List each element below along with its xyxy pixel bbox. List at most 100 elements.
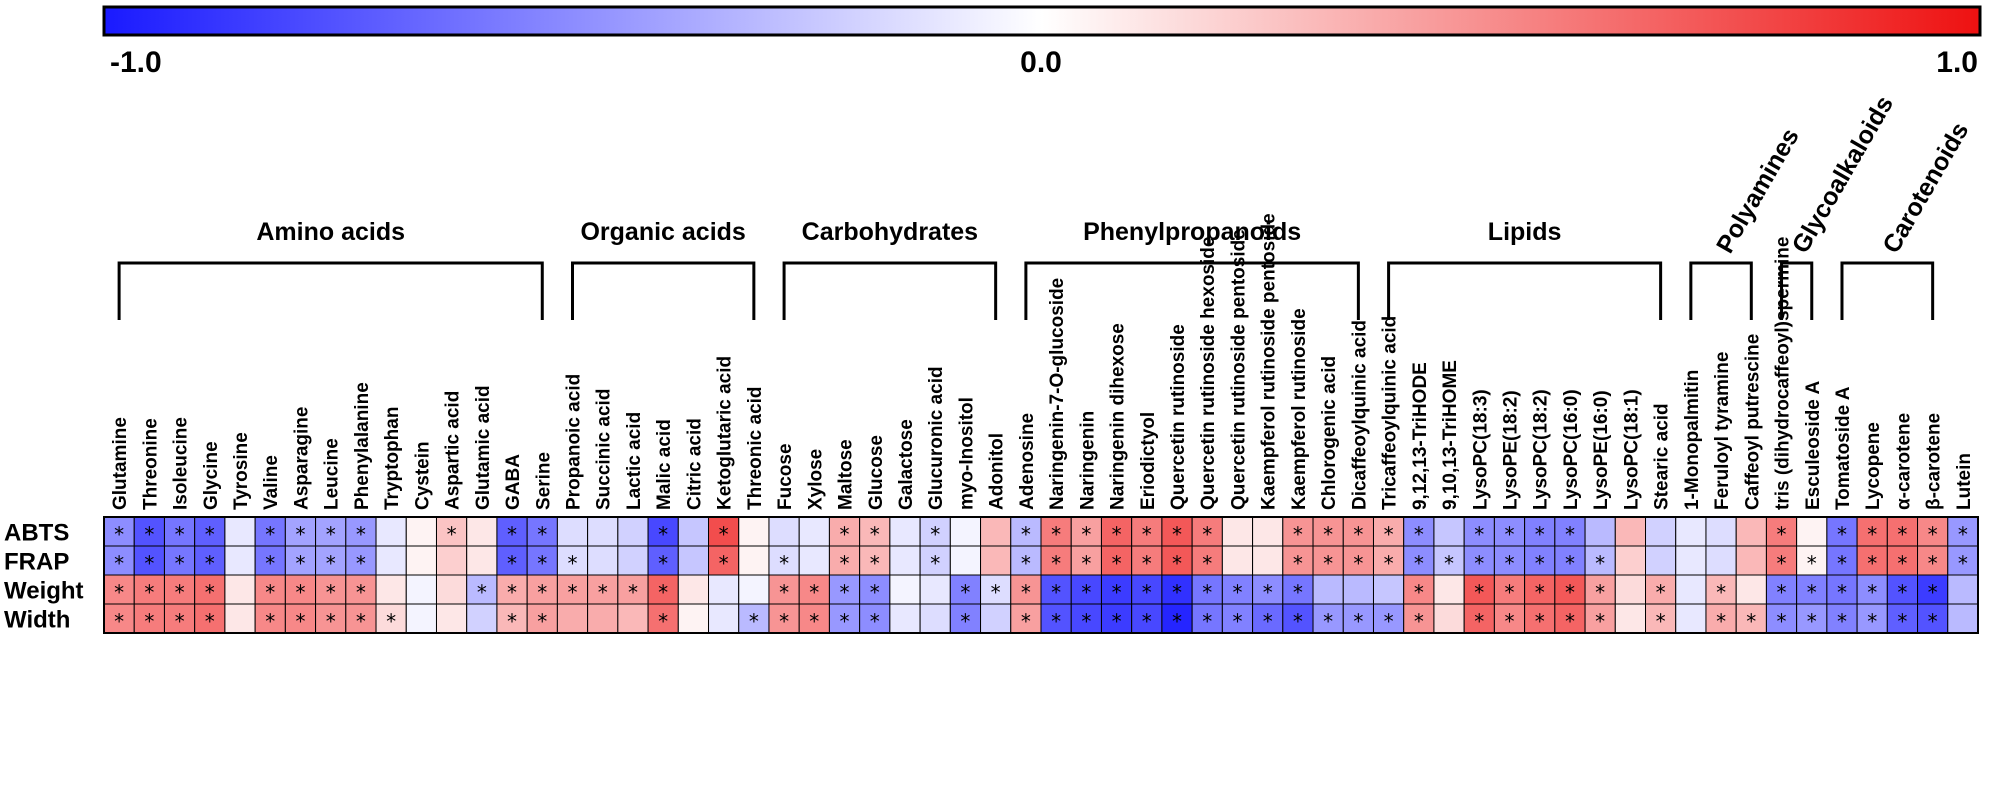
- significance-marker: *: [114, 552, 124, 576]
- column-label: Tyrosine: [231, 432, 252, 510]
- significance-marker: *: [1021, 523, 1031, 547]
- heatmap-cell: [284, 603, 317, 634]
- significance-marker: *: [265, 610, 275, 634]
- column-label: Glycine: [201, 441, 222, 510]
- heatmap-cell: [405, 574, 437, 605]
- heatmap-cell: [1131, 574, 1163, 605]
- heatmap-cell: [526, 545, 558, 576]
- significance-marker: *: [1867, 610, 1877, 634]
- group-label: Amino acids: [256, 218, 405, 246]
- colorbar: -1.0 0.0 1.0: [102, 5, 1982, 79]
- significance-marker: *: [507, 523, 517, 547]
- group-bracket: [1689, 261, 1753, 320]
- heatmap-cell: [738, 545, 770, 576]
- significance-marker: *: [1716, 581, 1726, 605]
- colorbar-gradient: [102, 5, 1982, 37]
- heatmap-cell: [103, 603, 135, 634]
- heatmap-cell: [1735, 545, 1767, 576]
- row-label: FRAP: [4, 549, 69, 576]
- significance-marker: *: [1384, 610, 1394, 634]
- heatmap-cell: [1826, 516, 1858, 547]
- heatmap-cell: [1675, 516, 1707, 547]
- significance-marker: *: [870, 552, 880, 576]
- column-label: α-carotene: [1893, 413, 1914, 510]
- colorbar-tick-min: -1.0: [110, 46, 162, 79]
- heatmap-cell: [1947, 574, 1979, 605]
- heatmap-cell: [254, 545, 286, 576]
- heatmap-cell: [1554, 516, 1586, 547]
- significance-marker: *: [1837, 552, 1847, 576]
- heatmap-cell: [1796, 603, 1828, 634]
- significance-marker: *: [326, 552, 336, 576]
- significance-marker: *: [1867, 523, 1877, 547]
- heatmap-cell: [1675, 603, 1707, 634]
- significance-marker: *: [356, 581, 366, 605]
- heatmap-cell: [1584, 516, 1616, 547]
- heatmap-cell: [224, 603, 256, 634]
- significance-marker: *: [1051, 581, 1061, 605]
- significance-marker: *: [991, 581, 1001, 605]
- column-label: Tryptophan: [382, 407, 403, 510]
- significance-marker: *: [1958, 552, 1968, 576]
- significance-marker: *: [265, 552, 275, 576]
- significance-marker: *: [1263, 581, 1273, 605]
- significance-marker: *: [1595, 581, 1605, 605]
- heatmap-cell: [587, 603, 619, 634]
- column-label: 9,12,13-TriHODE: [1410, 362, 1431, 510]
- group-bracket: [1840, 261, 1935, 320]
- significance-marker: *: [1474, 552, 1484, 576]
- significance-marker: *: [1051, 523, 1061, 547]
- significance-marker: *: [1384, 523, 1394, 547]
- heatmap-cell: [1675, 545, 1707, 576]
- column-label: tris (dihydrocaffeoyl)spermine: [1773, 237, 1794, 510]
- column-label: Glutamine: [110, 417, 131, 510]
- heatmap-cell: [798, 603, 830, 634]
- significance-marker: *: [1293, 552, 1303, 576]
- heatmap-cell: [1614, 545, 1647, 576]
- significance-marker: *: [144, 552, 154, 576]
- heatmap-cell: [405, 603, 437, 634]
- significance-marker: *: [1777, 523, 1787, 547]
- significance-marker: *: [1202, 610, 1212, 634]
- row-label: Weight: [4, 578, 84, 605]
- significance-marker: *: [1081, 523, 1091, 547]
- column-label: LysoPC(16:0): [1561, 389, 1582, 510]
- significance-marker: *: [1505, 610, 1515, 634]
- group-bracket: [1780, 261, 1814, 320]
- significance-marker: *: [1807, 610, 1817, 634]
- heatmap-cell: [617, 545, 649, 576]
- significance-marker: *: [1837, 581, 1847, 605]
- significance-marker: *: [840, 581, 850, 605]
- significance-marker: *: [960, 581, 970, 605]
- column-label: Isoleucine: [171, 417, 192, 510]
- significance-marker: *: [1535, 523, 1545, 547]
- column-label: Cystein: [412, 441, 433, 510]
- significance-marker: *: [447, 523, 457, 547]
- row-label: Width: [4, 607, 70, 634]
- heatmap-cell: [1221, 516, 1254, 547]
- heatmap-cell: [980, 603, 1012, 634]
- significance-marker: *: [1565, 610, 1575, 634]
- significance-marker: *: [1656, 581, 1666, 605]
- heatmap-cell: [375, 545, 407, 576]
- heatmap-cell: [284, 545, 317, 576]
- significance-marker: *: [1112, 581, 1122, 605]
- significance-marker: *: [1202, 523, 1212, 547]
- significance-marker: *: [1958, 523, 1968, 547]
- significance-marker: *: [1535, 552, 1545, 576]
- heatmap-cell: [889, 603, 921, 634]
- column-label: LysoPC(18:2): [1531, 389, 1552, 510]
- significance-marker: *: [1172, 552, 1182, 576]
- column-label: Kaempferol rutinoside: [1289, 308, 1310, 510]
- heatmap-cell: [1614, 603, 1647, 634]
- significance-marker: *: [1777, 581, 1787, 605]
- heatmap-cell: [1372, 574, 1405, 605]
- significance-marker: *: [1051, 610, 1061, 634]
- column-label: Adenosine: [1017, 413, 1038, 510]
- column-label: Xylose: [805, 449, 826, 510]
- significance-marker: *: [870, 581, 880, 605]
- heatmap-cell: [1735, 603, 1767, 634]
- significance-marker: *: [1444, 552, 1454, 576]
- group-label: Carbohydrates: [802, 218, 978, 246]
- heatmap-cell: [103, 545, 135, 576]
